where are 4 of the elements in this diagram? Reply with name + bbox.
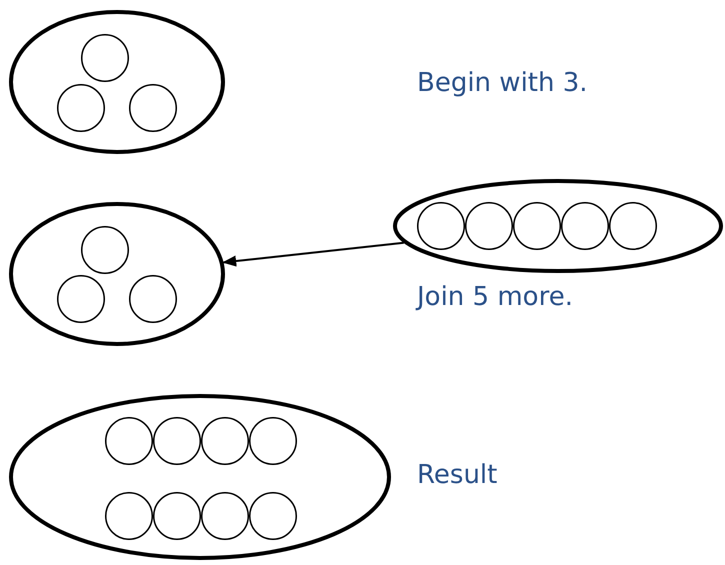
arrow	[222, 242, 404, 267]
step-label: Result	[417, 460, 498, 490]
step-label: Begin with 3.	[417, 68, 588, 98]
step-label: Join 5 more.	[417, 282, 573, 312]
